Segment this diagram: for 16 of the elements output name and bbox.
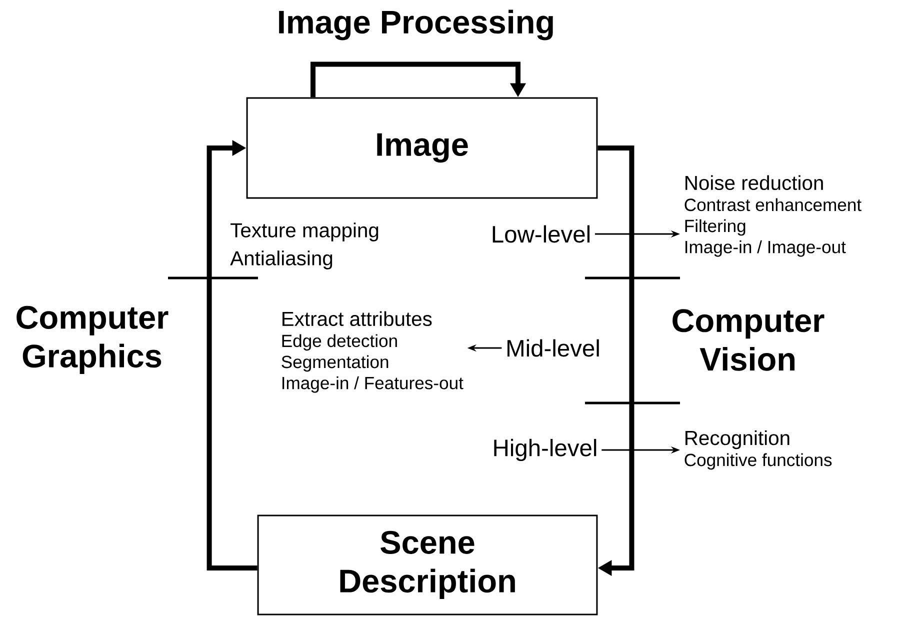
- arrow: [206, 140, 258, 570]
- feature-text: Antialiasing: [230, 250, 332, 270]
- level-text: Mid-level: [508, 339, 599, 357]
- level-text: High-level: [494, 438, 596, 462]
- arrow: [310, 62, 526, 98]
- level-text: Low-level: [492, 225, 590, 243]
- feature-list: Extract attributes Edge detection Segmentation Image-in / Features-out: [282, 311, 464, 393]
- process-box: Scene Description: [257, 514, 598, 616]
- heading: Computer Vision: [672, 309, 824, 371]
- title: Image Processing: [279, 10, 553, 40]
- feature-text: Texture mapping: [230, 222, 378, 242]
- heading: Computer Graphics: [16, 306, 168, 374]
- feature-list: Noise reduction Contrast enhancement Filtering Image-in / Image-out: [684, 175, 862, 257]
- feature-list: Recognition Cognitive functions: [684, 430, 832, 470]
- arrow: [598, 146, 634, 576]
- process-box: Image: [246, 97, 598, 199]
